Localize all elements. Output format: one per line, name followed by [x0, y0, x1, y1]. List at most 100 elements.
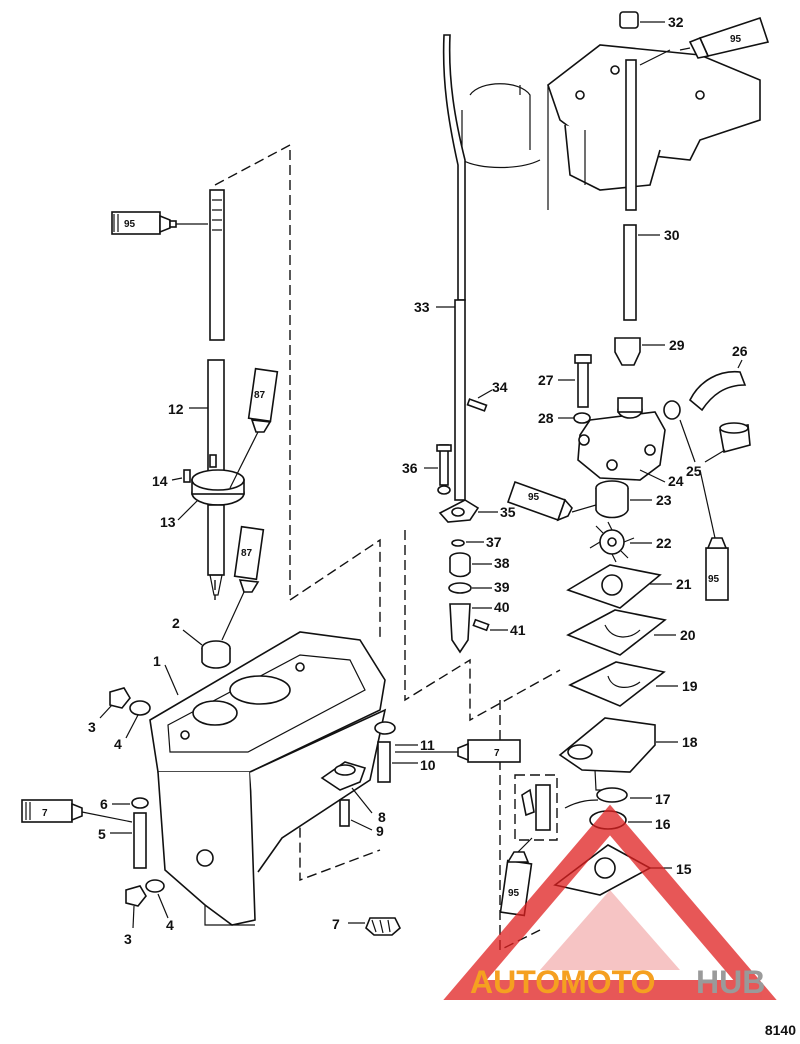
watermark-logo — [443, 804, 777, 1000]
callout-15: 15 — [676, 861, 692, 877]
driveshaft-12 — [207, 189, 225, 486]
callout-6: 6 — [100, 796, 108, 812]
svg-text:87: 87 — [254, 390, 266, 401]
plug-32 — [619, 11, 639, 29]
callout-4-lower: 4 — [166, 917, 174, 933]
lubricant-tube-87-lower: 87 — [233, 525, 265, 593]
lubricant-tube-7-middle: 7 — [457, 739, 521, 763]
bearing-2 — [201, 640, 231, 669]
callout-28: 28 — [538, 410, 554, 426]
callout-24: 24 — [668, 473, 684, 489]
callout-26: 26 — [732, 343, 748, 359]
callout-32: 32 — [668, 14, 684, 30]
callout-40: 40 — [494, 599, 510, 615]
callout-13: 13 — [160, 514, 176, 530]
water-tube-30 — [623, 224, 637, 321]
shift-cam-40 — [449, 603, 471, 654]
screw-9 — [339, 799, 350, 827]
plate-8 — [320, 761, 367, 791]
shift-shaft-33 — [442, 34, 466, 501]
callout-22: 22 — [656, 535, 672, 551]
washer-4-upper — [129, 700, 151, 716]
lubricant-tube-7-left: 7 — [21, 799, 83, 823]
callout-37: 37 — [486, 534, 502, 550]
watermark-text-part2: HUB — [696, 964, 765, 1000]
callout-14: 14 — [152, 473, 168, 489]
key-box — [514, 774, 558, 841]
callout-33: 33 — [414, 299, 430, 315]
pinion-gear-7 — [365, 917, 401, 936]
callout-9: 9 — [376, 823, 384, 839]
pin-41 — [472, 618, 490, 632]
bearing-13 — [191, 469, 245, 596]
callout-23: 23 — [656, 492, 672, 508]
callout-19: 19 — [682, 678, 698, 694]
lubricant-tube-95-top: 95 — [679, 16, 770, 59]
svg-text:95: 95 — [508, 888, 520, 899]
figure-number: 8140 — [764, 1022, 796, 1038]
callout-27: 27 — [538, 372, 554, 388]
callout-4-upper: 4 — [114, 736, 122, 752]
lubricant-tube-95-middle: 95 — [506, 480, 573, 522]
callout-41: 41 — [510, 622, 526, 638]
callout-30: 30 — [664, 227, 680, 243]
svg-text:7: 7 — [42, 808, 48, 819]
callout-39: 39 — [494, 579, 510, 595]
clip-37 — [451, 539, 465, 547]
washer-28 — [573, 412, 591, 424]
callout-35: 35 — [500, 504, 516, 520]
callout-16: 16 — [655, 816, 671, 832]
svg-text:95: 95 — [730, 34, 742, 45]
grommet-29 — [614, 337, 641, 366]
washer-6 — [131, 797, 149, 809]
gasket-19 — [568, 661, 666, 707]
svg-text:7: 7 — [494, 748, 500, 759]
washer-11 — [374, 721, 396, 735]
callout-20: 20 — [680, 627, 696, 643]
lubricant-tube-95-bottom: 95 — [499, 851, 533, 917]
callout-29: 29 — [669, 337, 685, 353]
callout-38: 38 — [494, 555, 510, 571]
nut-3-lower — [125, 885, 147, 907]
screw-10 — [377, 741, 391, 783]
hose-26 — [689, 370, 747, 412]
callout-3-upper: 3 — [88, 719, 96, 735]
callout-36: 36 — [402, 460, 418, 476]
nut-3-upper — [109, 687, 131, 709]
callout-21: 21 — [676, 576, 692, 592]
callout-18: 18 — [682, 734, 698, 750]
callout-25: 25 — [686, 463, 702, 479]
bushing-38 — [449, 552, 471, 578]
insert-23 — [595, 480, 629, 519]
lubricant-tube-95-left: 95 — [111, 211, 177, 235]
gearcase-housing-1 — [149, 631, 387, 926]
svg-text:87: 87 — [241, 548, 253, 559]
callout-12: 12 — [168, 401, 184, 417]
plate-20 — [566, 609, 667, 656]
callout-17: 17 — [655, 791, 671, 807]
washer-4-lower — [145, 879, 165, 893]
lubricant-tube-95-right: 95 — [705, 537, 729, 601]
lubricant-tube-87-upper: 87 — [247, 367, 279, 433]
callout-7-gear: 7 — [332, 916, 340, 932]
impeller-22 — [589, 521, 635, 563]
svg-text:95: 95 — [708, 574, 720, 585]
water-tube-upper — [625, 59, 637, 211]
pin-14 — [183, 469, 191, 483]
pin-34 — [466, 398, 488, 412]
callout-3-lower: 3 — [124, 931, 132, 947]
callout-5: 5 — [98, 826, 106, 842]
seal-17 — [596, 787, 628, 803]
callout-2: 2 — [172, 615, 180, 631]
screw-5 — [133, 812, 147, 869]
pump-base-18 — [558, 717, 656, 791]
svg-text:95: 95 — [528, 492, 540, 503]
callout-34: 34 — [492, 379, 508, 395]
pump-housing-24 — [577, 397, 681, 481]
callout-1: 1 — [153, 653, 161, 669]
outer-housing-outline — [461, 83, 541, 169]
svg-text:95: 95 — [124, 219, 136, 230]
callout-10: 10 — [420, 757, 436, 773]
top-housing-assembly — [547, 44, 761, 210]
